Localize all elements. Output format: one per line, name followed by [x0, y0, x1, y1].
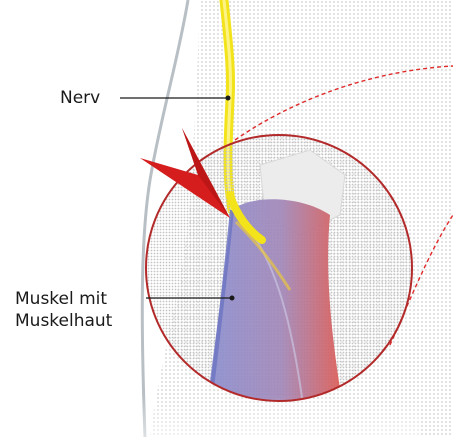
nerve-label: Nerv [60, 87, 100, 109]
muscle-leader-dot [230, 296, 235, 301]
muscle-label-line2: Muskelhaut [15, 310, 112, 332]
muscle-label-line1: Muskel mit [15, 288, 112, 310]
muscle-label: Muskel mit Muskelhaut [15, 288, 112, 332]
nerve-leader-dot [226, 96, 231, 101]
